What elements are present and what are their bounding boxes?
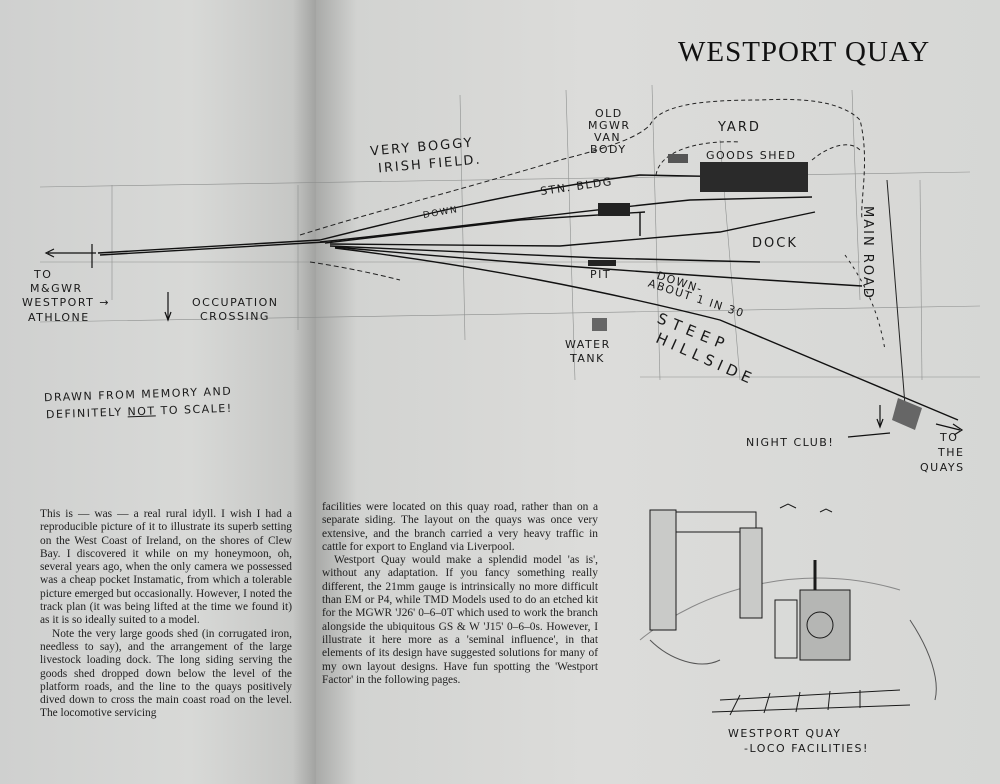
label-dock: DOCK <box>752 236 798 251</box>
label-to: TO <box>34 268 53 281</box>
label-quays: QUAYS <box>920 461 965 474</box>
left-paragraph-1: This is — was — a real rural idyll. I wi… <box>40 508 292 627</box>
label-yard: YARD <box>718 120 761 135</box>
sketch-caption-line1: WESTPORT QUAY <box>728 727 842 740</box>
label-athlone: ATHLONE <box>28 311 90 324</box>
station-building-shape <box>598 203 630 216</box>
night-club-shape <box>892 398 922 430</box>
middle-text-column: facilities were located on this quay roa… <box>322 501 598 687</box>
pit-shape <box>588 260 616 266</box>
arrows <box>44 244 964 438</box>
label-old: OLD <box>595 107 623 120</box>
boundary-fences <box>299 98 906 406</box>
drawn-note-definitely: DEFINITELY <box>45 405 123 422</box>
drawn-note-not: NOT <box>127 404 156 419</box>
old-van-body-shape <box>668 154 688 163</box>
goods-shed-shape <box>700 162 808 192</box>
drawn-note-scale: TO SCALE! <box>160 401 233 418</box>
label-westport: WESTPORT → <box>22 296 111 309</box>
label-mgwr-van: MGWR <box>588 119 631 132</box>
label-to-the: TO <box>940 431 959 444</box>
label-night-club: NIGHT CLUB! <box>746 436 835 449</box>
buildings <box>588 154 922 430</box>
label-goods-shed: GOODS SHED <box>706 149 797 162</box>
label-van: VAN <box>594 131 622 144</box>
label-water: WATER <box>565 338 611 351</box>
label-tank: TANK <box>570 352 605 365</box>
page-title: WESTPORT QUAY <box>678 36 931 68</box>
sketch-caption-line2: -LOCO FACILITIES! <box>744 742 869 755</box>
label-crossing: CROSSING <box>200 310 270 323</box>
left-page <box>0 0 318 784</box>
label-occupation: OCCUPATION <box>192 296 279 309</box>
middle-paragraph-1: facilities were located on this quay roa… <box>322 501 598 553</box>
label-body: BODY <box>590 143 627 156</box>
loco-sketch <box>639 503 937 716</box>
label-main-road: MAIN ROAD <box>860 206 875 300</box>
water-tank-shape <box>592 318 607 331</box>
left-text-column: This is — was — a real rural idyll. I wi… <box>40 508 292 721</box>
label-mgwr: M&GWR <box>30 282 83 295</box>
left-paragraph-2: Note the very large goods shed (in corru… <box>40 627 292 720</box>
label-the: THE <box>938 446 965 459</box>
middle-paragraph-2: Westport Quay would make a splendid mode… <box>322 554 598 686</box>
right-page <box>316 0 1000 784</box>
grid-lines <box>39 84 981 381</box>
label-pit: PIT <box>590 268 612 281</box>
